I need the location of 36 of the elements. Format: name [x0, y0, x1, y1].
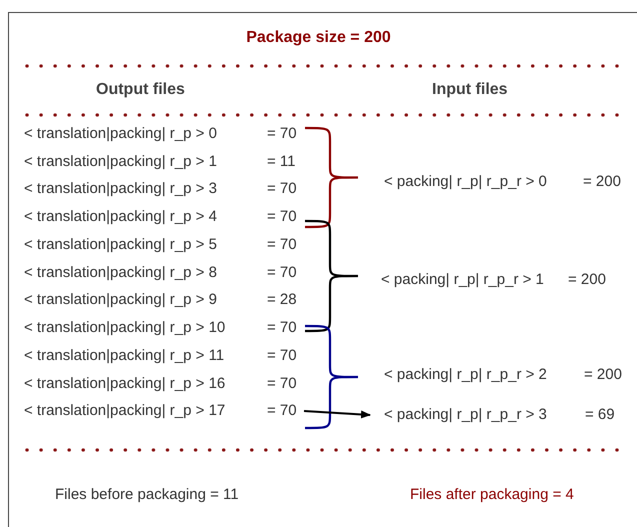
file-size: = 70: [267, 180, 297, 197]
file-name: < packing| r_p| r_p_r > 2: [384, 366, 547, 383]
summary-text: Files before packaging = 11: [55, 486, 239, 503]
file-name: < translation|packing| r_p > 0: [24, 125, 217, 142]
file-size: = 70: [267, 375, 297, 392]
arrow: [304, 410, 371, 418]
file-name: < translation|packing| r_p > 8: [24, 264, 217, 281]
column-header: Output files: [96, 81, 185, 99]
column-header: Input files: [432, 81, 508, 99]
summary-text: Files after packaging = 4: [410, 486, 574, 503]
file-name: < packing| r_p| r_p_r > 0: [384, 173, 547, 190]
file-name: < translation|packing| r_p > 9: [24, 291, 217, 308]
file-name: < packing| r_p| r_p_r > 3: [384, 406, 547, 423]
file-size: = 70: [267, 264, 297, 281]
file-size: = 200: [583, 173, 621, 190]
file-name: < translation|packing| r_p > 5: [24, 236, 217, 253]
file-name: < translation|packing| r_p > 3: [24, 180, 217, 197]
file-size: = 28: [267, 291, 297, 308]
file-size: = 70: [267, 125, 297, 142]
title: Package size = 200: [245, 29, 392, 47]
file-size: = 200: [568, 271, 606, 288]
file-name: < packing| r_p| r_p_r > 1: [381, 271, 544, 288]
file-name: < translation|packing| r_p > 17: [24, 402, 226, 419]
file-name: < translation|packing| r_p > 11: [24, 347, 224, 364]
file-size: = 70: [267, 236, 297, 253]
file-size: = 11: [267, 153, 296, 170]
file-size: = 70: [267, 402, 297, 419]
file-size: = 70: [267, 208, 297, 225]
file-name: < translation|packing| r_p > 16: [24, 375, 226, 392]
file-name: < translation|packing| r_p > 10: [24, 319, 226, 336]
file-size: = 70: [267, 319, 297, 336]
file-size: = 69: [585, 406, 615, 423]
file-name: < translation|packing| r_p > 4: [24, 208, 217, 225]
file-size: = 70: [267, 347, 297, 364]
file-size: = 200: [584, 366, 622, 383]
file-name: < translation|packing| r_p > 1: [24, 153, 217, 170]
